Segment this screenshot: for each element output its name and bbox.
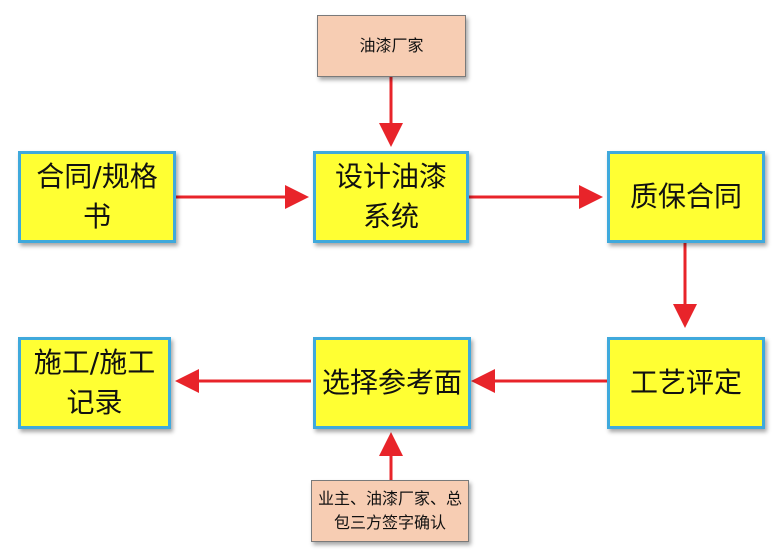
contract-spec-label: 合同/规格书 [36, 160, 158, 233]
contract-spec-box: 合同/规格书 [18, 151, 176, 243]
construction-records-label: 施工/施工记录 [33, 346, 156, 419]
paint-vendor-label: 油漆厂家 [359, 36, 424, 55]
tripartite-signoff-label: 业主、油漆厂家、总包三方签字确认 [317, 489, 462, 532]
design-paint-system-label: 设计油漆系统 [334, 160, 447, 233]
construction-records-box: 施工/施工记录 [18, 337, 171, 429]
tripartite-signoff-box: 业主、油漆厂家、总包三方签字确认 [311, 480, 469, 542]
select-reference-surface-box: 选择参考面 [313, 337, 471, 429]
process-qualification-label: 工艺评定 [629, 366, 742, 399]
select-reference-surface-label: 选择参考面 [322, 366, 463, 399]
paint-vendor-box: 油漆厂家 [317, 15, 466, 77]
process-qualification-box: 工艺评定 [607, 337, 765, 429]
warranty-contract-label: 质保合同 [629, 180, 742, 213]
warranty-contract-box: 质保合同 [607, 151, 765, 243]
design-paint-system-box: 设计油漆系统 [313, 151, 469, 243]
